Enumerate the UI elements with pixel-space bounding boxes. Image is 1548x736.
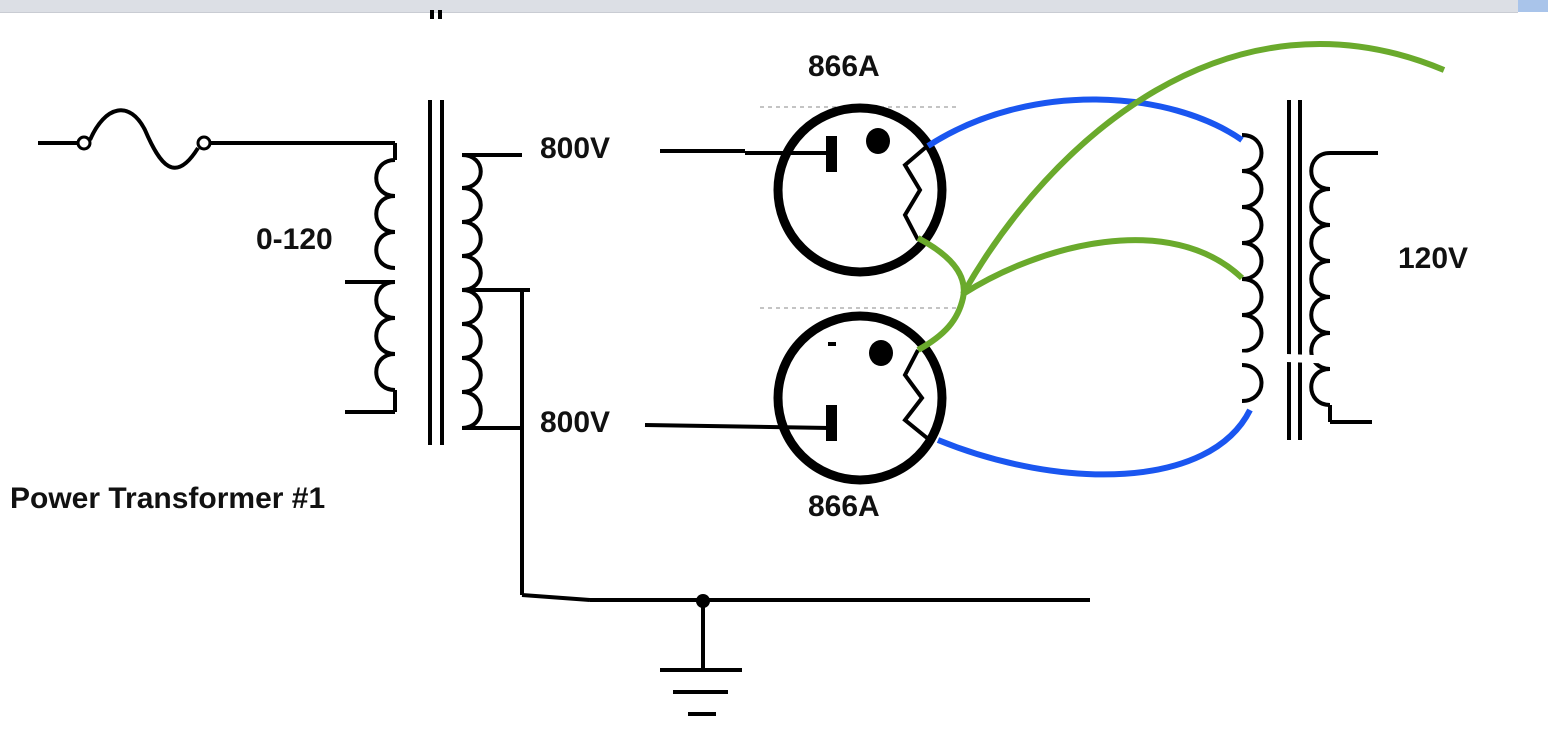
filament-primary-winding-lower [1241, 363, 1264, 403]
hv-output-lead [960, 40, 1446, 296]
secondary-winding-upper [461, 153, 483, 292]
transformer-1-secondary [461, 153, 530, 430]
filament-secondary-winding [1309, 151, 1331, 407]
secondary-winding-lower [461, 288, 483, 430]
tube-bottom-filament [902, 349, 934, 444]
filament-center-link [916, 235, 967, 353]
filament-lead-top [926, 96, 1244, 149]
filament-winding-gap [1232, 352, 1340, 364]
tube-bottom-envelope [773, 311, 947, 485]
top-marker-2 [438, 10, 442, 19]
filament-primary-winding-upper [1241, 133, 1264, 353]
tube-top-envelope [773, 103, 947, 277]
window-top-bar-accent [1518, 0, 1548, 12]
tube-top-filament [902, 140, 934, 241]
transformer-1-primary [345, 143, 397, 414]
tube-bottom-filament-dot [869, 340, 893, 366]
fuse-terminal-right [196, 135, 212, 151]
tube-bottom-mask [928, 300, 958, 306]
ground-bus-start [521, 593, 591, 602]
input-voltage-label: 0-120 [256, 223, 333, 256]
ground-bus [520, 290, 1090, 716]
tube-top-label: 866A [808, 50, 880, 83]
secondary-bottom-voltage-label: 800V [540, 406, 610, 439]
tube-bottom-mark [828, 342, 836, 346]
plate-wire-bottom [644, 423, 831, 430]
tube-bottom-label: 866A [808, 490, 880, 523]
filament-center-tap-lead [961, 237, 1245, 297]
fuse-element [88, 108, 200, 170]
filament-voltage-label: 120V [1398, 242, 1468, 275]
filament-transformer [1232, 100, 1378, 440]
window-top-bar [0, 0, 1518, 13]
primary-winding-upper [374, 158, 396, 270]
fuse [38, 108, 395, 170]
tube-top-plate [826, 136, 837, 172]
tube-866a-bottom [760, 300, 958, 485]
tube-866a-top [760, 103, 958, 277]
tube-bottom-plate [826, 405, 837, 441]
tube-top-filament-dot [866, 128, 890, 154]
filament-lead-bottom [936, 408, 1253, 478]
secondary-top-voltage-label: 800V [540, 132, 610, 165]
transformer-1-core [428, 100, 444, 445]
top-marker [430, 10, 434, 19]
primary-winding-lower [374, 280, 396, 392]
fuse-terminal-left [76, 135, 92, 151]
transformer-name-label: Power Transformer #1 [10, 482, 325, 515]
